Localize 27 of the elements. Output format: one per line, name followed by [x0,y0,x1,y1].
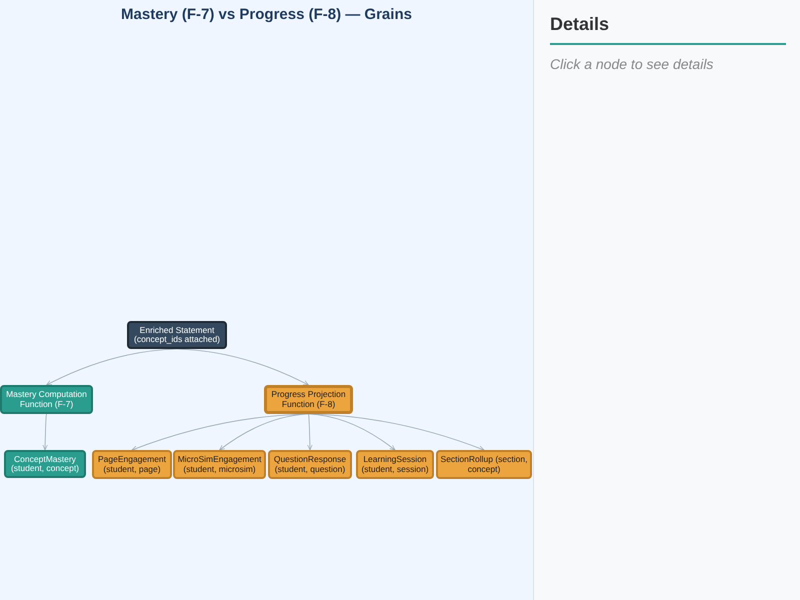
hint-text: Click a node to see details [550,56,714,72]
process-box [4,450,86,478]
process-box [127,321,227,349]
process-box [356,450,434,479]
arrow [176,348,309,386]
node-label: Mastery Computation Function (F-7) [5,390,88,409]
node-label: QuestionResponse (student, question) [272,455,348,474]
node-label: ConceptMastery (student, concept) [10,454,80,474]
node-label: MicroSimEngagement (student, microsim) [177,455,262,474]
node-label: Progress Projection Function (F-8) [270,390,347,409]
diagram-title: Mastery (F-7) vs Progress (F-8) — Grains [120,6,413,23]
arrow [308,414,484,451]
process-box [0,385,93,414]
node-label: PageEngagement (student, page) [96,455,168,474]
node-label: SectionRollup (section, concept) [440,455,528,474]
process-box [268,450,352,479]
panel-heading: Details [550,14,610,35]
process-box [436,450,532,479]
node-label: LearningSession (student, session) [360,455,430,474]
arrow [219,414,309,450]
arrow [46,348,178,386]
node-label: Enriched Statement (concept_ids attached) [133,326,221,344]
arrow [307,414,312,450]
process-box [92,450,172,479]
process-box [173,450,266,479]
arrow [42,414,48,450]
process-box [264,385,353,414]
